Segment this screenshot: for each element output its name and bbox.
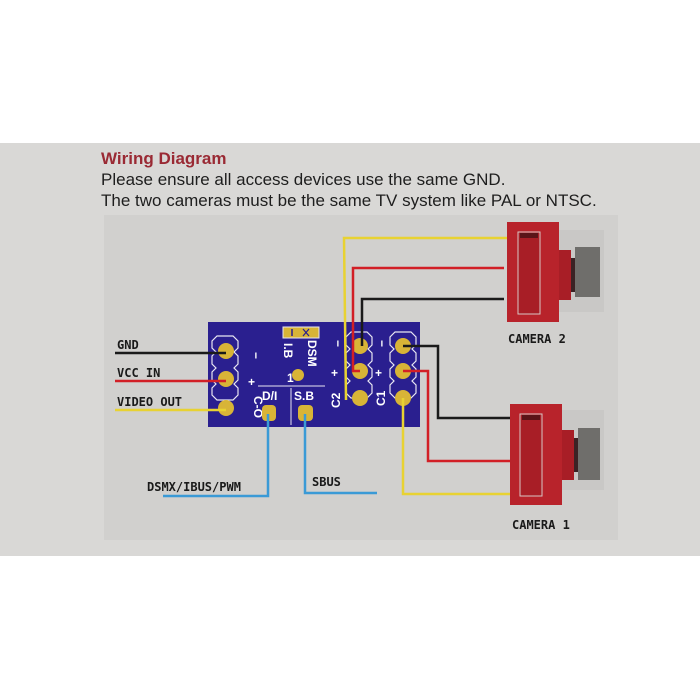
pad-di: [262, 405, 276, 421]
pcb-plus-c1: +: [375, 366, 382, 380]
pcb-dsm-label: DSM: [305, 340, 319, 367]
wire-camera-1-vcc: [403, 369, 510, 463]
pcb-sb-label: S.B: [294, 389, 314, 403]
instruction-line-1: Please ensure all access devices use the…: [101, 170, 506, 189]
pcb-one-label: 1: [287, 371, 294, 385]
camera-1-lens-icon: [578, 428, 600, 480]
pcb-plus-c2: +: [331, 366, 338, 380]
camera-1-panel: [519, 413, 543, 497]
pad-gnd: [218, 343, 234, 359]
label-vcc-in: VCC IN: [117, 366, 160, 380]
camera-2: [507, 222, 604, 322]
osd-switch-board: − + C-O I.B DSM 1 D/I S.B − + C2 − + C1: [208, 322, 420, 427]
wire-camera-1-video: [401, 398, 510, 496]
pcb-ib-label: I.B: [281, 343, 295, 359]
pcb-minus-left: −: [249, 352, 263, 359]
camera-2-lens-ring: [571, 258, 576, 292]
pad-mode: [292, 369, 304, 381]
pcb-minus-c1: −: [375, 340, 389, 347]
camera-2-panel: [517, 231, 541, 315]
camera-1-slot: [522, 415, 540, 420]
pad-c2-video: [352, 390, 368, 406]
wire-camera-2-vcc: [351, 266, 504, 373]
camera-1-lens-mount: [562, 430, 574, 480]
camera-1: [510, 404, 604, 505]
pad-vcc: [218, 371, 234, 387]
label-camera-2: CAMERA 2: [508, 332, 566, 346]
wire-dsmx-ibus-pwm: [163, 414, 270, 498]
wire-camera-2-gnd: [360, 297, 504, 346]
pad-c2-gnd: [352, 338, 368, 354]
camera-2-slot: [520, 233, 538, 238]
pcb-co-label: C-O: [251, 396, 265, 418]
label-dsmx-ibus-pwm: DSMX/IBUS/PWM: [147, 480, 241, 494]
pcb-board: [208, 322, 420, 427]
pad-outline-left: [211, 335, 239, 401]
camera-1-lens-ring: [574, 438, 579, 472]
label-camera-1: CAMERA 1: [512, 518, 570, 532]
wire-camera-2-video: [342, 236, 507, 401]
wire-sbus: [303, 414, 377, 495]
camera-2-lens-mount: [559, 250, 571, 300]
jumper-mark-3: [302, 328, 310, 337]
pad-video-out: [218, 400, 234, 416]
label-gnd: GND: [117, 338, 139, 352]
diagram-title: Wiring Diagram: [101, 149, 227, 168]
pcb-di-label: D/I: [262, 389, 277, 403]
pcb-c2-label: C2: [329, 392, 343, 408]
jumper-pad: [282, 326, 320, 339]
wire-camera-1-gnd: [403, 344, 510, 420]
pad-sb: [298, 405, 313, 421]
camera-2-lens-icon: [575, 247, 600, 297]
pcb-minus-c2: −: [331, 340, 345, 347]
pcb-plus-left: +: [248, 375, 255, 389]
label-sbus: SBUS: [312, 475, 341, 489]
pcb-c1-label: C1: [374, 390, 388, 406]
instruction-line-2: The two cameras must be the same TV syst…: [101, 191, 597, 210]
label-video-out: VIDEO OUT: [117, 395, 182, 409]
